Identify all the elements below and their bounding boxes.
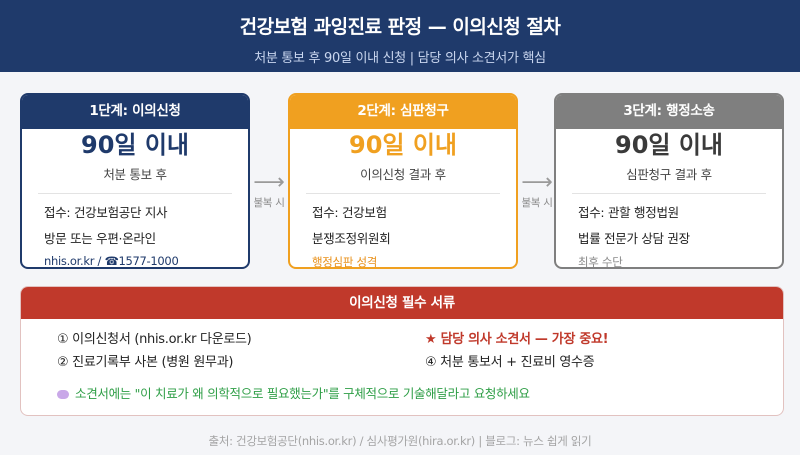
step-2-title: 2단계: 심판청구 <box>290 95 516 129</box>
page-title: 건강보험 과잉진료 판정 — 이의신청 절차 <box>239 16 561 38</box>
step-card-3: 3단계: 행정소송 90일 이내 심판청구 결과 후 접수: 관할 행정법원 법… <box>554 93 784 269</box>
step-3-note: 최후 수단 <box>578 255 623 269</box>
document-item-3-highlight: ★ 담당 의사 소견서 — 가장 중요! <box>425 332 609 347</box>
header-banner: 건강보험 과잉진료 판정 — 이의신청 절차 처분 통보 후 90일 이내 신청… <box>0 0 800 72</box>
required-documents-panel: 이의신청 필수 서류 ① 이의신청서 (nhis.or.kr 다운로드) ② 진… <box>20 286 784 416</box>
step-card-1: 1단계: 이의신청 90일 이내 처분 통보 후 접수: 건강보험공단 지사 방… <box>20 93 250 269</box>
step-3-period: 90일 이내 <box>615 131 723 159</box>
flow-arrow-1: ⟶ 불복 시 <box>250 172 288 210</box>
step-3-line-1: 접수: 관할 행정법원 <box>578 205 679 220</box>
flow-arrow-1-label: 불복 시 <box>253 197 285 209</box>
step-1-line-1: 접수: 건강보험공단 지사 <box>44 205 168 220</box>
step-1-divider <box>38 193 232 194</box>
documents-tip: 소견서에는 "이 치료가 왜 의학적으로 필요했는가"를 구체적으로 기술해달라… <box>57 383 530 402</box>
step-1-note: nhis.or.kr / ☎1577-1000 <box>44 254 179 268</box>
step-1-basis: 처분 통보 후 <box>103 167 167 182</box>
step-2-line-2: 분쟁조정위원회 <box>312 231 391 246</box>
step-3-divider <box>572 193 766 194</box>
step-1-title: 1단계: 이의신청 <box>22 95 248 129</box>
step-3-title: 3단계: 행정소송 <box>556 95 782 129</box>
step-2-line-1: 접수: 건강보험 <box>312 205 387 220</box>
right-arrow-icon: ⟶ <box>253 170 285 195</box>
flow-arrow-2-label: 불복 시 <box>521 197 553 209</box>
speech-bubble-icon <box>57 390 69 399</box>
document-item-2: ② 진료기록부 사본 (병원 원무과) <box>57 355 234 370</box>
step-3-basis: 심판청구 결과 후 <box>626 167 712 182</box>
step-3-line-2: 법률 전문가 상담 권장 <box>578 231 690 246</box>
right-arrow-icon: ⟶ <box>521 170 553 195</box>
source-footer: 출처: 건강보험공단(nhis.or.kr) / 심사평가원(hira.or.k… <box>208 434 592 448</box>
step-2-basis: 이의신청 결과 후 <box>360 167 446 182</box>
step-2-divider <box>306 193 500 194</box>
documents-tip-text: 소견서에는 "이 치료가 왜 의학적으로 필요했는가"를 구체적으로 기술해달라… <box>75 386 530 401</box>
document-item-1: ① 이의신청서 (nhis.or.kr 다운로드) <box>57 332 252 347</box>
flow-arrow-2: ⟶ 불복 시 <box>518 172 556 210</box>
page-subtitle: 처분 통보 후 90일 이내 신청 | 담당 의사 소견서가 핵심 <box>254 51 546 66</box>
step-2-period: 90일 이내 <box>349 131 457 159</box>
document-item-4: ④ 처분 통보서 + 진료비 영수증 <box>425 355 595 370</box>
documents-title: 이의신청 필수 서류 <box>21 287 783 319</box>
step-1-period: 90일 이내 <box>81 131 189 159</box>
step-card-2: 2단계: 심판청구 90일 이내 이의신청 결과 후 접수: 건강보험 분쟁조정… <box>288 93 518 269</box>
step-1-line-2: 방문 또는 우편·온라인 <box>44 231 156 246</box>
step-2-note: 행정심판 성격 <box>312 255 378 269</box>
